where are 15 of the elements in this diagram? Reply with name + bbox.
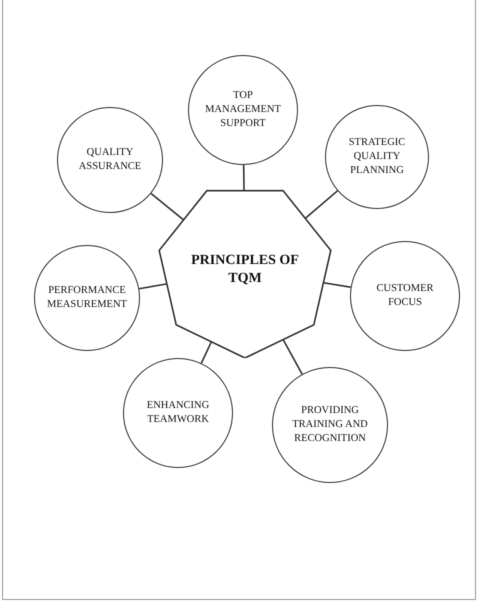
connector-line bbox=[139, 283, 167, 290]
connector-line bbox=[200, 341, 212, 364]
principle-label: STRATEGIC QUALITY PLANNING bbox=[348, 136, 406, 178]
connector-line bbox=[282, 339, 303, 375]
principle-label: CUSTOMER FOCUS bbox=[376, 282, 434, 310]
connector-line bbox=[150, 192, 184, 221]
principle-label: PERFORMANCE MEASUREMENT bbox=[46, 284, 128, 312]
principle-label: QUALITY ASSURANCE bbox=[78, 146, 142, 174]
principle-label: ENHANCING TEAMWORK bbox=[146, 399, 210, 427]
principle-label: PROVIDING TRAINING AND RECOGNITION bbox=[291, 404, 369, 446]
principle-label: TOP MANAGEMENT SUPPORT bbox=[204, 89, 282, 131]
connector-line bbox=[323, 282, 351, 288]
center-title: PRINCIPLES OF TQM bbox=[190, 252, 300, 288]
connector-line bbox=[304, 190, 338, 220]
connector-line bbox=[242, 164, 245, 191]
